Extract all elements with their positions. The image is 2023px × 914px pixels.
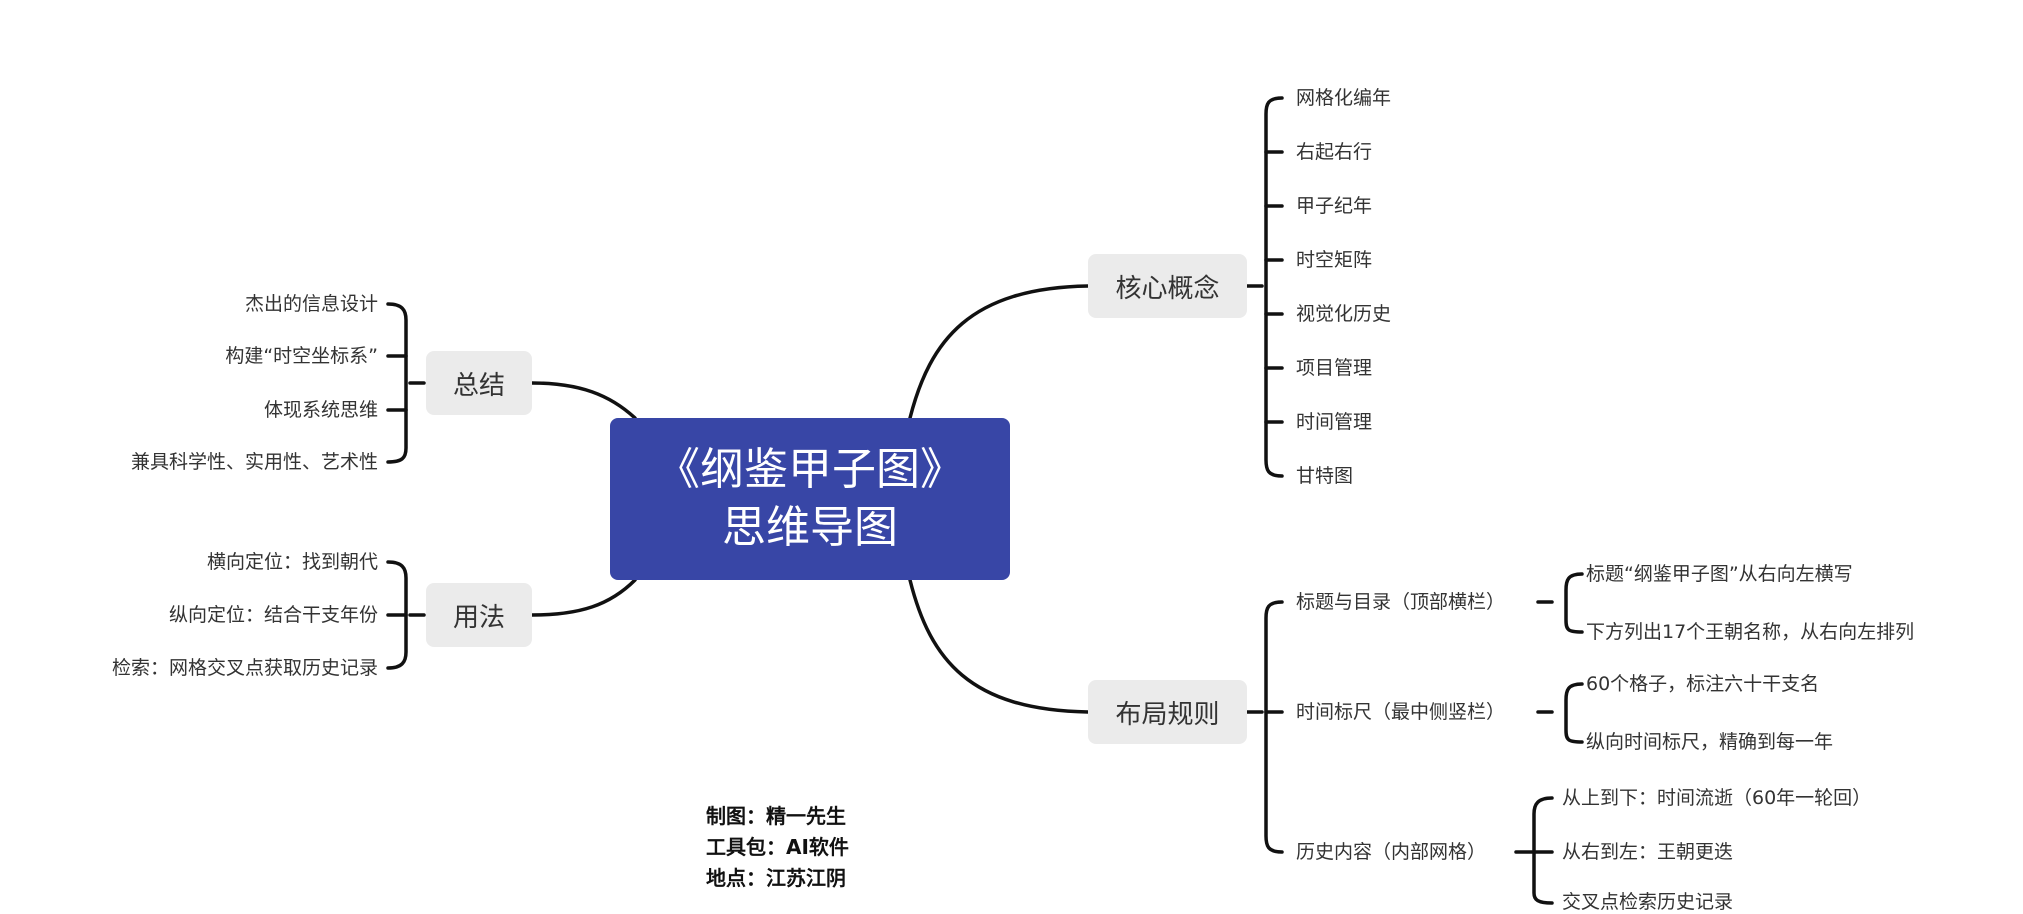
usage-item[interactable]: 横向定位：找到朝代 [206,551,378,573]
layout-detail-item[interactable]: 交叉点检索历史记录 [1562,891,1734,913]
root-topic[interactable]: 《纲鉴甲子图》 思维导图 [610,418,1010,580]
core-item[interactable]: 时间管理 [1296,411,1373,433]
summary-item[interactable]: 杰出的信息设计 [244,293,378,315]
branch-usage[interactable]: 用法 [426,583,532,647]
branch-layout-rules[interactable]: 布局规则 [1088,680,1247,744]
core-item[interactable]: 时空矩阵 [1296,249,1373,271]
core-item[interactable]: 甲子纪年 [1296,195,1373,217]
layout-detail-item[interactable]: 标题“纲鉴甲子图”从右向左横写 [1586,563,1853,585]
core-item[interactable]: 视觉化历史 [1296,303,1392,325]
branch-label: 总结 [452,370,505,401]
credit-tool: 工具包：AI软件 [706,835,849,859]
root-title-line2: 思维导图 [722,502,898,553]
core-item[interactable]: 甘特图 [1296,465,1354,487]
layout-sub-title-directory[interactable]: 标题与目录（顶部横栏） [1296,591,1506,613]
layout-detail-item[interactable]: 从上到下：时间流逝（60年一轮回） [1562,787,1872,809]
branch-label: 用法 [452,602,505,633]
usage-item[interactable]: 纵向定位：结合干支年份 [168,604,378,626]
layout-detail-item[interactable]: 从右到左：王朝更迭 [1562,841,1734,863]
layout-detail-item[interactable]: 纵向时间标尺，精确到每一年 [1586,731,1834,753]
layout-detail-item[interactable]: 下方列出17个王朝名称，从右向左排列 [1586,621,1915,643]
credit-location: 地点：江苏江阴 [706,866,846,890]
branch-summary[interactable]: 总结 [426,351,532,415]
core-item[interactable]: 网格化编年 [1296,87,1392,109]
layout-sub-history-content[interactable]: 历史内容（内部网格） [1296,841,1487,863]
summary-item[interactable]: 构建“时空坐标系” [225,345,378,367]
root-title-line1: 《纲鉴甲子图》 [656,444,964,495]
credit-author: 制图：精一先生 [706,804,846,828]
branch-core-concepts[interactable]: 核心概念 [1088,254,1247,318]
branch-label: 核心概念 [1115,273,1220,304]
branch-label: 布局规则 [1115,699,1220,730]
layout-sub-time-scale[interactable]: 时间标尺（最中侧竖栏） [1296,701,1506,723]
layout-detail-item[interactable]: 60个格子，标注六十干支名 [1586,673,1820,695]
summary-item[interactable]: 体现系统思维 [263,399,378,421]
core-item[interactable]: 项目管理 [1296,357,1373,379]
usage-item[interactable]: 检索：网格交叉点获取历史记录 [111,657,378,679]
core-item[interactable]: 右起右行 [1296,141,1373,163]
summary-item[interactable]: 兼具科学性、实用性、艺术性 [130,451,378,473]
